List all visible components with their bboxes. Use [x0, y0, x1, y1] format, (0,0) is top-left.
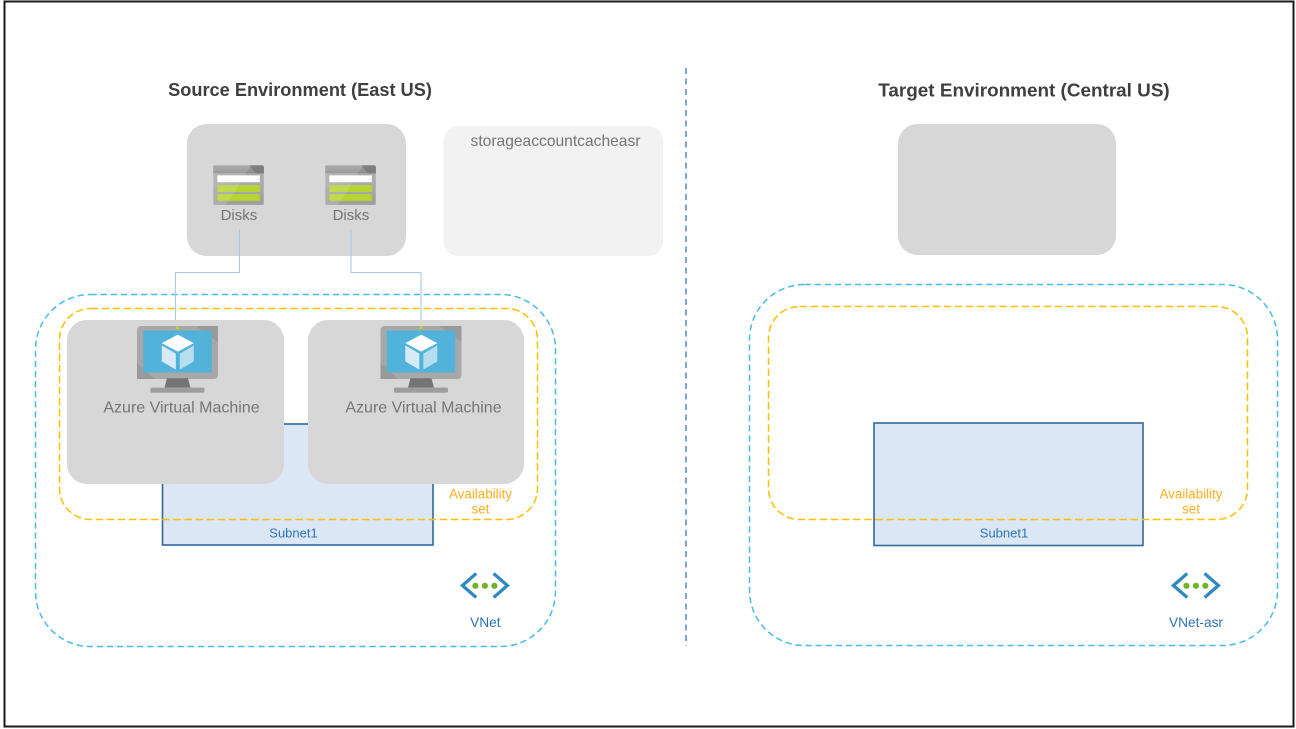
svg-text:storageaccountcacheasr: storageaccountcacheasr: [471, 133, 641, 150]
svg-text:Target Environment (Central US: Target Environment (Central US): [878, 81, 1169, 102]
svg-text:VNet-asr: VNet-asr: [1169, 615, 1223, 630]
svg-text:Azure Virtual Machine: Azure Virtual Machine: [103, 400, 259, 417]
svg-text:Availability: Availability: [449, 487, 512, 502]
svg-text:VNet: VNet: [470, 615, 501, 630]
svg-text:set: set: [472, 502, 490, 517]
svg-text:Disks: Disks: [333, 207, 370, 224]
svg-text:Disks: Disks: [221, 207, 258, 224]
svg-text:Subnet1: Subnet1: [980, 526, 1028, 541]
svg-text:set: set: [1182, 502, 1200, 517]
svg-text:Azure Virtual Machine: Azure Virtual Machine: [345, 400, 501, 417]
svg-text:Availability: Availability: [1159, 487, 1222, 502]
svg-text:Source Environment (East US): Source Environment (East US): [168, 80, 432, 100]
svg-text:Subnet1: Subnet1: [269, 526, 317, 541]
